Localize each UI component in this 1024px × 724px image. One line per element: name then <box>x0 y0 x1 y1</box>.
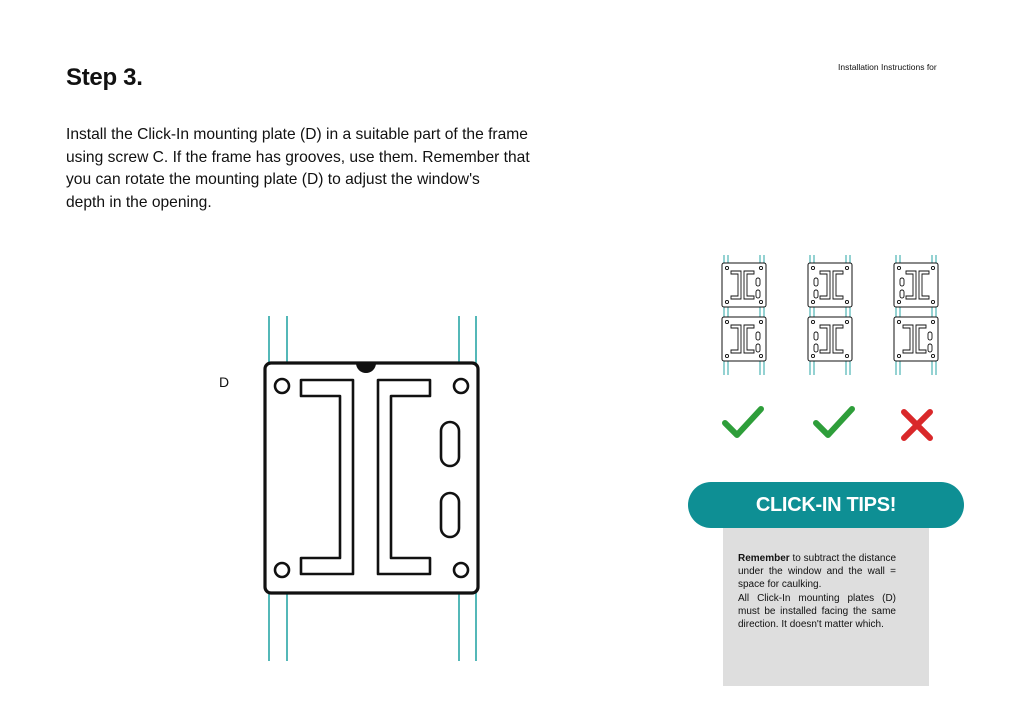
screw-holes <box>273 377 470 579</box>
mounting-plate-diagram <box>263 316 480 661</box>
plate-outline <box>263 361 480 595</box>
check-icon <box>813 406 855 438</box>
tips-remember-bold: Remember <box>738 553 790 564</box>
instruction-line: you can rotate the mounting plate (D) to… <box>66 171 480 188</box>
adjust-slots <box>439 420 461 539</box>
plate-label: D <box>219 374 230 390</box>
tips-box: Remember to subtract the distance under … <box>723 528 929 686</box>
header-note: Installation Instructions for <box>838 62 937 72</box>
instruction-line: Install the Click-In mounting plate (D) … <box>66 126 528 143</box>
instruction-line: using screw C. If the frame has grooves,… <box>66 148 530 166</box>
cross-icon <box>901 409 933 441</box>
orientation-example-3 <box>893 255 939 375</box>
orientation-example-2 <box>807 255 853 375</box>
tips-banner: CLICK-IN TIPS! <box>688 482 964 528</box>
tips-rule: All Click-In mounting plates (D) must be… <box>738 592 896 631</box>
orientation-example-1 <box>721 255 767 375</box>
plate-notch <box>356 363 376 373</box>
tips-remember-rest: to subtract the distance under the windo… <box>738 553 896 591</box>
click-brackets <box>299 378 432 576</box>
tips-remember: Remember to subtract the distance under … <box>738 552 896 592</box>
instruction-paragraph: Install the Click-In mounting plate (D) … <box>66 124 566 214</box>
step-title: Step 3. <box>66 64 143 91</box>
check-icon <box>722 406 764 438</box>
instruction-line: depth in the opening. <box>66 193 212 211</box>
tips-text: Remember to subtract the distance under … <box>738 552 896 631</box>
